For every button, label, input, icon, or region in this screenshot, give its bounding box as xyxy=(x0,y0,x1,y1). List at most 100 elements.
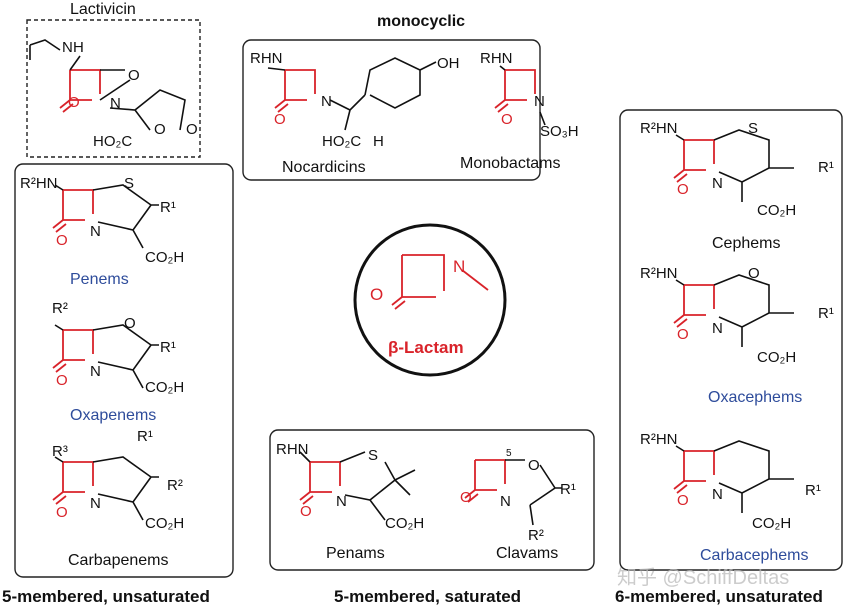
carbacephems-skeleton xyxy=(675,440,794,513)
monobactam-rhn: RHN xyxy=(480,50,513,67)
lactivicin-o-ring: O xyxy=(128,67,140,84)
lactivicin-carbonyl xyxy=(59,99,74,113)
carbapenems-r3: R³ xyxy=(52,443,68,460)
oxacephems-co2h: CO₂H xyxy=(757,349,796,366)
oxacephems-n: N xyxy=(712,320,723,337)
oxacephems-o: O xyxy=(677,326,689,343)
oxacephems-o-ring: O xyxy=(748,265,760,282)
penams-rhn: RHN xyxy=(276,441,309,458)
penems-o: O xyxy=(56,232,68,249)
monocyclic-title: monocyclic xyxy=(377,13,465,30)
nocardicin-rhn: RHN xyxy=(250,50,283,67)
clavams-skeleton xyxy=(505,459,562,526)
penams-n: N xyxy=(336,493,347,510)
lactivicin-o-lactone-co: O xyxy=(186,121,198,138)
nocardicin-co2h: HO₂C xyxy=(322,133,361,150)
center-o: O xyxy=(370,285,383,304)
nocardicin-n: N xyxy=(321,93,332,110)
cephems-co2h: CO₂H xyxy=(757,202,796,219)
oxacephems-r1: R¹ xyxy=(818,305,834,322)
penems-amine: R²HN xyxy=(20,175,58,192)
clavams-position: 5 xyxy=(506,448,512,459)
monobactams-name: Monobactams xyxy=(460,155,561,172)
penams-co2h: CO₂H xyxy=(385,515,424,532)
oxacephems-amine: R²HN xyxy=(640,265,678,282)
monobactam-skeleton xyxy=(499,65,546,126)
carbapenems-o: O xyxy=(56,504,68,521)
penems-co2h: CO₂H xyxy=(145,249,184,266)
lactivicin-n: N xyxy=(62,39,73,56)
oxapenems-co2h: CO₂H xyxy=(145,379,184,396)
center-carbonyl xyxy=(391,296,406,310)
beta-lactam-label: β-Lactam xyxy=(388,338,464,357)
nocardicin-lactam-ring xyxy=(284,69,316,101)
center-lactam-ring xyxy=(401,254,445,298)
oxapenems-o: O xyxy=(56,372,68,389)
oxapenems-o-ring: O xyxy=(124,315,136,332)
carbapenems-n: N xyxy=(90,495,101,512)
penams-skeleton xyxy=(299,451,416,521)
clavams-o-ring: O xyxy=(528,457,540,474)
monobactam-so3h: SO₃H xyxy=(540,123,579,140)
monobactam-o: O xyxy=(501,111,513,128)
lactivicin-o-carbonyl: O xyxy=(68,94,80,111)
beta-lactam-circle xyxy=(353,223,507,377)
oxacephems-skeleton xyxy=(675,274,794,347)
cephems-n: N xyxy=(712,175,723,192)
cephems-lactam-ring xyxy=(683,139,715,171)
carbacephems-r1: R¹ xyxy=(805,482,821,499)
oxapenems-name: Oxapenems xyxy=(70,407,156,424)
penems-lactam-ring xyxy=(62,189,94,221)
clavams-o: O xyxy=(460,489,472,506)
penams-carbonyl xyxy=(299,491,314,505)
unsaturated5-box xyxy=(14,163,234,578)
cephems-amine: R²HN xyxy=(640,120,678,137)
cephems-s: S xyxy=(748,120,758,137)
penems-name: Penems xyxy=(70,271,129,288)
lactivicin-co2h: HO₂C xyxy=(93,133,132,150)
oxapenems-carbonyl xyxy=(52,359,67,373)
oxapenems-lactam-ring xyxy=(62,329,94,361)
carbapenems-name: Carbapenems xyxy=(68,552,169,569)
monobactam-lactam-ring xyxy=(504,69,536,101)
cephems-r1: R¹ xyxy=(818,159,834,176)
penems-n: N xyxy=(90,223,101,240)
penems-carbonyl xyxy=(52,219,67,233)
carbapenems-r1: R¹ xyxy=(137,428,153,445)
saturated5-box xyxy=(269,429,595,571)
carbapenems-r2: R² xyxy=(167,477,183,494)
nocardicin-carbonyl xyxy=(274,99,289,113)
clavams-name: Clavams xyxy=(496,545,558,562)
cephems-skeleton xyxy=(675,129,794,202)
center-n-methyl xyxy=(461,269,489,291)
center-n: N xyxy=(453,257,465,276)
oxapenems-r2: R² xyxy=(52,300,68,317)
monobactam-carbonyl xyxy=(494,99,509,113)
nocardicin-h: H xyxy=(373,133,384,150)
oxacephems-name: Oxacephems xyxy=(708,389,802,406)
carbacephems-amine: R²HN xyxy=(640,431,678,448)
penems-s: S xyxy=(124,175,134,192)
footer-unsaturated6: 6-membered, unsaturated xyxy=(615,587,823,606)
lactivicin-n2: N xyxy=(110,95,121,112)
oxapenems-skeleton xyxy=(54,324,159,389)
monocyclic-box xyxy=(242,39,541,181)
oxapenems-n: N xyxy=(90,363,101,380)
carbacephems-o: O xyxy=(677,492,689,509)
oxacephems-carbonyl xyxy=(673,314,688,328)
nocardicin-o: O xyxy=(274,111,286,128)
unsaturated6-box xyxy=(619,109,843,571)
nocardicin-skeleton xyxy=(267,57,437,131)
lactivicin-o-lactone: O xyxy=(154,121,166,138)
carbapenems-co2h: CO₂H xyxy=(145,515,184,532)
lactivicin-skeleton xyxy=(29,39,186,131)
oxapenems-r1: R¹ xyxy=(160,339,176,356)
penems-skeleton xyxy=(54,184,159,249)
oxacephems-lactam-ring xyxy=(683,284,715,316)
lactivicin-box xyxy=(26,19,201,158)
penems-r1: R¹ xyxy=(160,199,176,216)
penams-lactam-ring xyxy=(309,461,341,493)
clavams-n: N xyxy=(500,493,511,510)
clavams-lactam-ring xyxy=(474,459,506,491)
